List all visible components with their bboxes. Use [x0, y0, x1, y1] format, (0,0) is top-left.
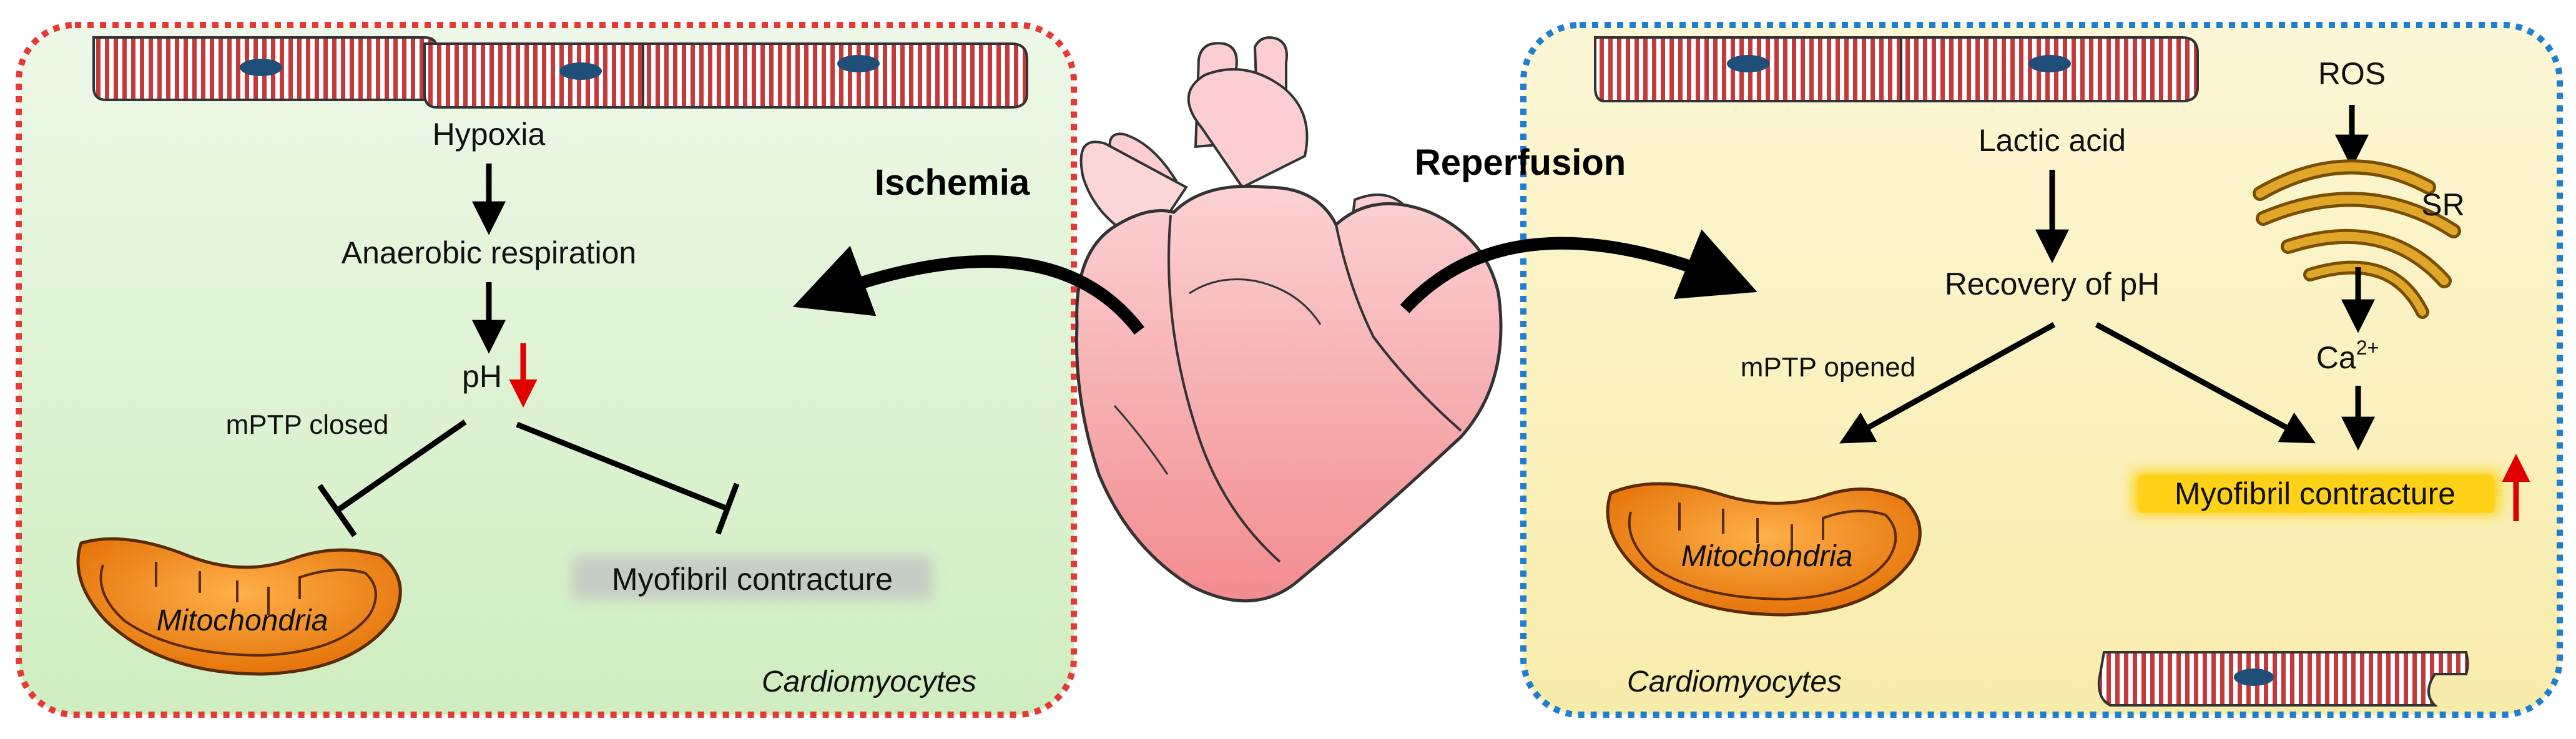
ischemia-arrow — [792, 245, 1144, 335]
nucleus — [2028, 55, 2071, 72]
nucleus — [559, 62, 602, 80]
arrow-recovery-to-myofibril — [2095, 322, 2316, 444]
label-ca-text: Ca — [2316, 340, 2356, 375]
sarcoplasmic-reticulum — [2253, 159, 2461, 319]
label-ros: ROS — [2318, 56, 2386, 91]
label-ph: pH — [462, 359, 502, 394]
arrow-recovery-to-mitochondria — [1839, 322, 2056, 444]
label-cardiomyocytes-left: Cardiomyocytes — [762, 665, 976, 698]
label-myofibril-contracture-left: Myofibril contracture — [612, 562, 893, 597]
myofibril-highlight-right-core — [2138, 474, 2494, 513]
mitochondrion-right: Mitochondria — [1606, 482, 1922, 617]
nucleus — [837, 55, 880, 72]
label-mptp-opened: mPTP opened — [1741, 352, 1915, 383]
nucleus — [2234, 668, 2274, 686]
cardiomyocyte-cells-top-left — [92, 36, 1028, 109]
mitochondrion-left: Mitochondria — [76, 537, 402, 676]
label-ca-superscript: 2+ — [2356, 336, 2379, 359]
label-recovery-of-ph: Recovery of pH — [1945, 267, 2160, 301]
inhibit-bar-mitochondria — [317, 484, 357, 537]
cardiomyocyte-cell-bottom-right — [2097, 651, 2469, 707]
myofibril-highlight-left — [571, 555, 933, 600]
label-sr: SR — [2421, 187, 2464, 222]
mitochondria-label-left: Mitochondria — [157, 604, 328, 637]
label-ca: Ca2+ — [2316, 336, 2379, 375]
inhibit-to-myofibril — [516, 421, 729, 512]
label-myofibril-contracture-right: Myofibril contracture — [2175, 476, 2456, 511]
heart-illustration — [1074, 36, 1503, 603]
label-anaerobic-respiration: Anaerobic respiration — [342, 235, 637, 270]
mitochondria-label-right: Mitochondria — [1681, 540, 1853, 573]
label-reperfusion: Reperfusion — [1415, 142, 1626, 183]
label-hypoxia: Hypoxia — [433, 117, 546, 152]
label-ischemia: Ischemia — [875, 162, 1030, 203]
inhibit-to-mitochondria — [335, 419, 467, 513]
inhibit-bar-myofibril — [715, 482, 740, 535]
label-cardiomyocytes-right: Cardiomyocytes — [1627, 665, 1842, 698]
nucleus — [240, 59, 282, 76]
label-lactic-acid: Lactic acid — [1979, 123, 2126, 158]
nucleus — [1727, 55, 1769, 72]
label-mptp-closed: mPTP closed — [226, 409, 389, 440]
cardiomyocyte-cells-top-right — [1594, 36, 2199, 102]
reperfusion-arrow — [1400, 229, 1757, 313]
ischemia-panel — [16, 22, 1077, 718]
